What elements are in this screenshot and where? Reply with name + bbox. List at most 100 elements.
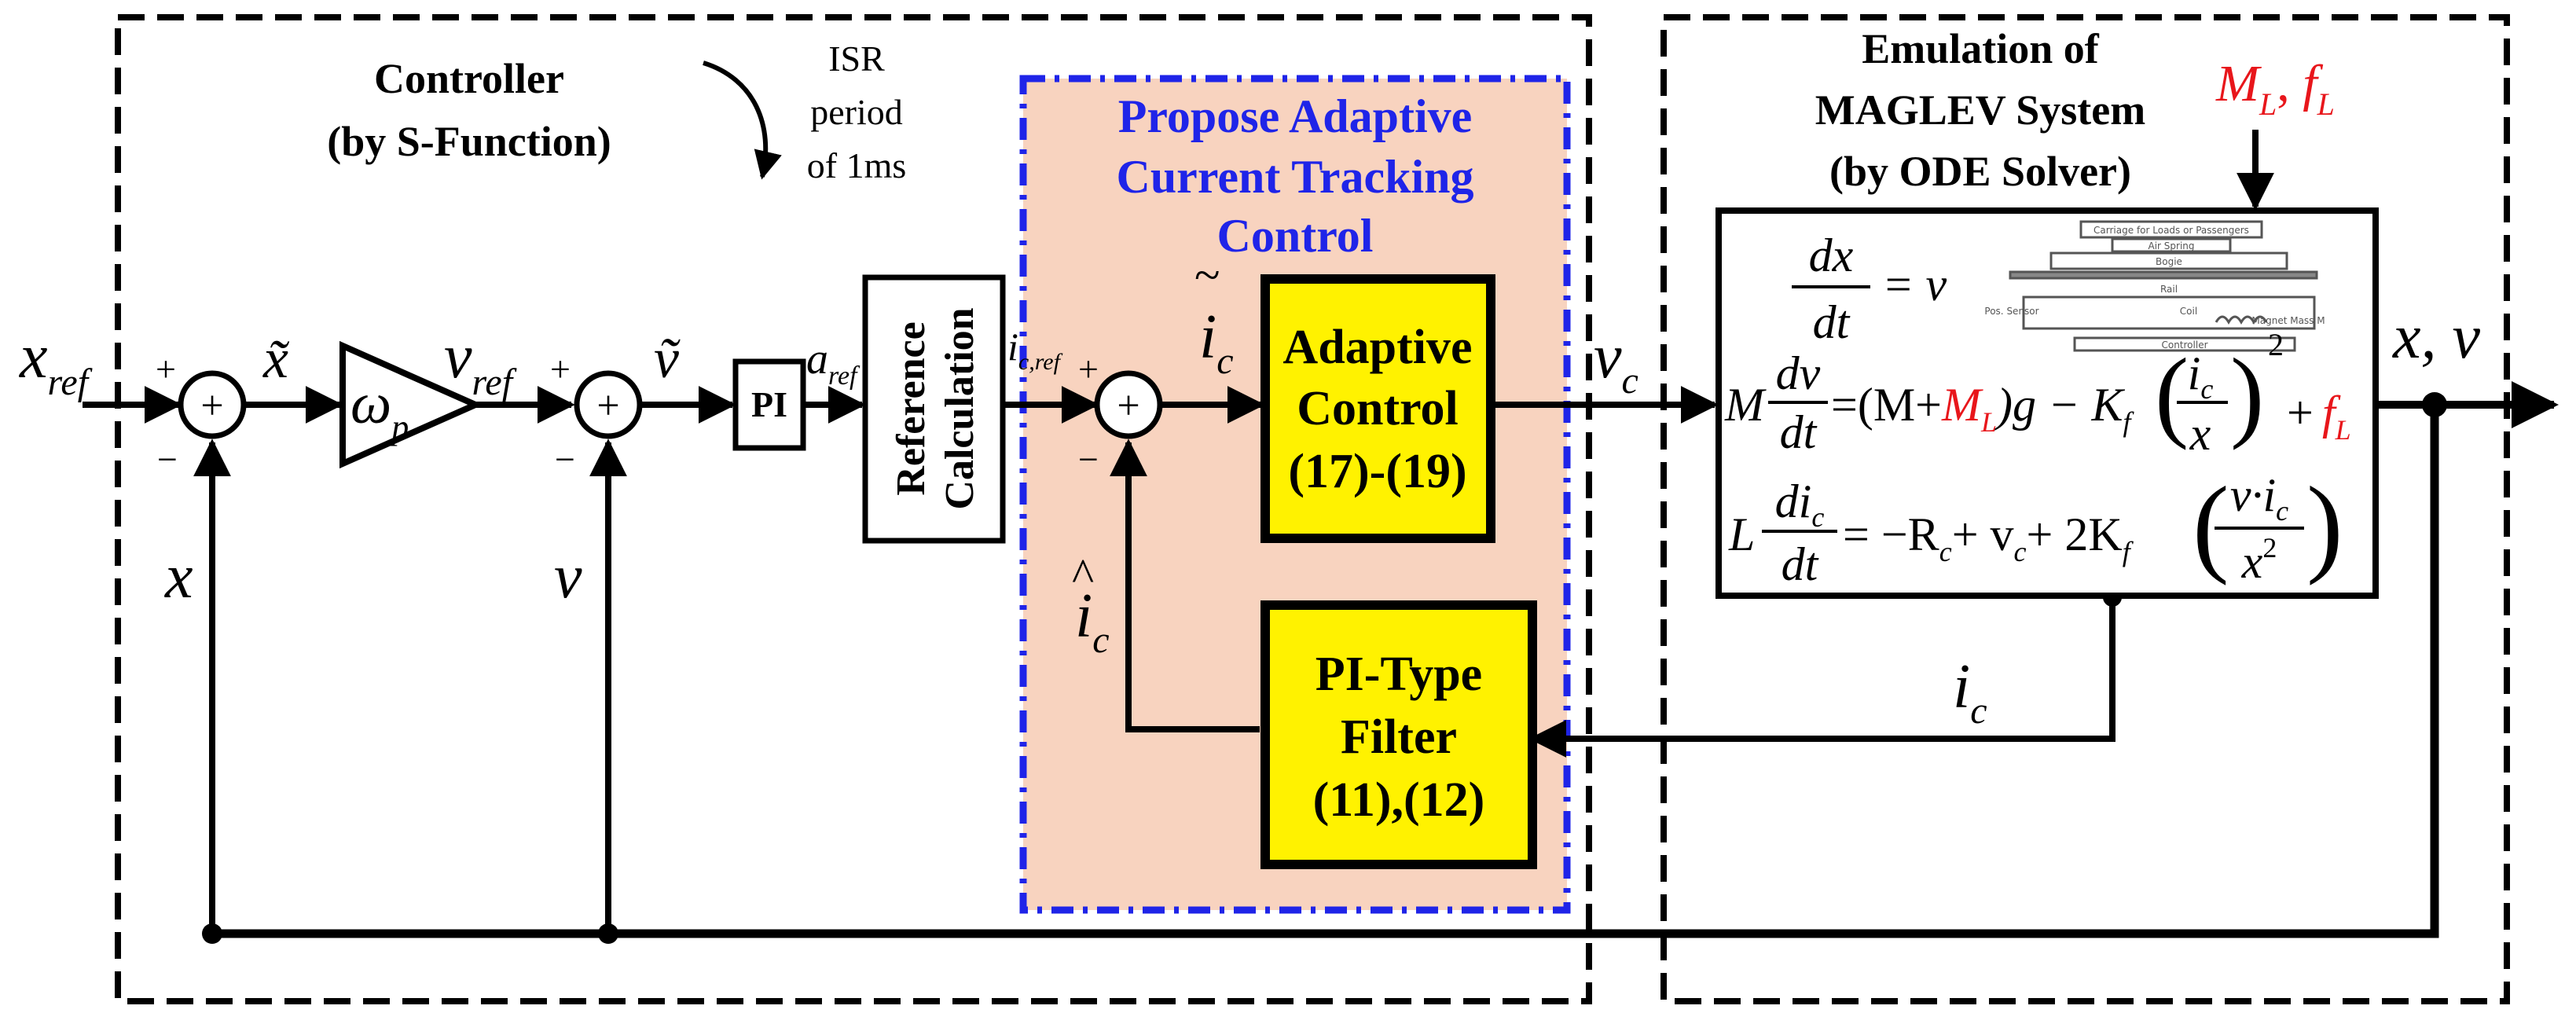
svg-text:Carriage for Loads or Passenge: Carriage for Loads or Passengers: [2093, 225, 2249, 236]
isr-note: ISR period of 1ms: [807, 39, 907, 185]
controller-title: Controller (by S-Function): [327, 55, 611, 165]
label-i-ref: ic,ref: [1007, 325, 1063, 375]
maglev-title-line3: (by ODE Solver): [1829, 148, 2131, 195]
reference-line2: Calculation: [938, 307, 982, 509]
adaptive-line3: (17)-(19): [1288, 445, 1466, 498]
svg-text:v·ic: v·ic: [2230, 469, 2288, 527]
reference-line1: Reference: [889, 321, 934, 495]
label-x-tilde: x̃: [262, 327, 290, 390]
svg-text:Controller: Controller: [2161, 339, 2207, 351]
filter-line2: Filter: [1341, 710, 1457, 764]
svg-text:= −Rc+ vc+ 2Kf: = −Rc+ vc+ 2Kf: [1843, 508, 2134, 567]
wire-ihat: [1110, 439, 1260, 732]
isr-line3: of 1ms: [807, 145, 907, 185]
svg-text:ic: ic: [2188, 347, 2214, 405]
wire-ic-feedback: [1528, 597, 2115, 758]
reference-calculation-block: Reference Calculation: [862, 274, 1006, 544]
isr-line1: ISR: [828, 39, 885, 79]
svg-text:^: ^: [1072, 549, 1094, 601]
svg-text:Coil: Coil: [2180, 306, 2197, 317]
dot-x: [202, 923, 222, 944]
signal-labels: xref x̃ vref ṽ aref ic,ref ~ ic ^ ic vc …: [19, 249, 2481, 732]
label-i-hat: ^ ic: [1072, 549, 1110, 661]
controller-title-line1: Controller: [374, 55, 564, 102]
label-x-feedback: x: [164, 542, 193, 611]
adaptive-line1: Adaptive: [1282, 321, 1472, 374]
svg-text:ωp: ωp: [350, 372, 409, 446]
dot-output: [2422, 392, 2447, 417]
label-v-tilde: ṽ: [654, 327, 681, 390]
maglev-title-line1: Emulation of: [1862, 25, 2100, 72]
adaptive-title-line2: Current Tracking: [1116, 151, 1473, 203]
sign-minus-velocity: −: [555, 439, 575, 479]
maglev-frame: [1660, 14, 2510, 1004]
adaptive-title-line3: Control: [1217, 210, 1374, 262]
svg-text:): ): [2230, 338, 2264, 451]
sum-junction-current: +: [1094, 370, 1163, 439]
svg-text:): ): [2306, 464, 2343, 586]
label-v-ref: vref: [444, 322, 517, 403]
svg-text:ic: ic: [1075, 582, 1110, 661]
sum-junction-velocity: +: [574, 370, 643, 439]
pi-type-filter-block: PI-Type Filter (11),(12): [1260, 600, 1537, 869]
sign-plus-current: +: [1078, 349, 1099, 389]
filter-line1: PI-Type: [1316, 648, 1482, 701]
svg-text:2: 2: [2268, 327, 2284, 362]
signal-wires: [83, 130, 2559, 938]
svg-text:Rail: Rail: [2160, 284, 2178, 295]
maglev-disturbance-label: ML, fL: [2215, 55, 2335, 122]
svg-text:Bogie: Bogie: [2156, 256, 2182, 267]
svg-text:fL: fL: [2322, 387, 2351, 446]
ode-eq1: dx dt = v: [1792, 229, 1947, 348]
sign-plus-position: +: [156, 349, 176, 389]
svg-text:dic: dic: [1775, 475, 1825, 533]
svg-text:dv: dv: [1776, 347, 1821, 399]
svg-text:= v: = v: [1882, 259, 1947, 310]
maglev-title-line2: MAGLEV System: [1815, 86, 2146, 134]
maglev-thumbnail: Carriage for Loads or Passengers Air Spr…: [1984, 220, 2325, 352]
label-x-ref: xref: [19, 322, 93, 403]
svg-text:(: (: [2155, 338, 2189, 451]
label-v-c: vc: [1594, 322, 1638, 402]
svg-text:x: x: [2189, 408, 2211, 460]
svg-text:(: (: [2193, 464, 2229, 586]
svg-text:~: ~: [1194, 249, 1220, 301]
controller-title-line2: (by S-Function): [327, 118, 611, 165]
svg-text:x2: x2: [2241, 532, 2277, 588]
svg-text:+: +: [596, 384, 619, 428]
adaptive-control-block: Adaptive Control (17)-(19): [1260, 274, 1495, 543]
svg-text:L: L: [1728, 508, 1755, 560]
maglev-title: Emulation of MAGLEV System (by ODE Solve…: [1815, 25, 2146, 195]
svg-text:Magnet Mass M: Magnet Mass M: [2251, 315, 2325, 326]
svg-text:+: +: [2287, 387, 2314, 439]
label-v-feedback: v: [554, 542, 582, 611]
sign-minus-current: −: [1078, 439, 1099, 479]
svg-text:dx: dx: [1809, 229, 1854, 281]
svg-text:dt: dt: [1782, 538, 1819, 590]
svg-text:PI: PI: [751, 384, 787, 424]
adaptive-line2: Control: [1297, 382, 1459, 435]
label-a-ref: aref: [806, 335, 861, 391]
label-output: x, v: [2392, 303, 2481, 372]
svg-text:dt: dt: [1813, 296, 1851, 348]
svg-text:Pos. Sensor: Pos. Sensor: [1984, 306, 2038, 317]
filter-line3: (11),(12): [1313, 773, 1485, 827]
sign-minus-position: −: [157, 439, 178, 479]
svg-text:+: +: [200, 384, 223, 428]
isr-curved-arrow: [703, 61, 782, 180]
pi-block: PI: [732, 358, 806, 451]
isr-line2: period: [810, 92, 903, 132]
dot-v: [598, 923, 618, 944]
wire-main-feedback: [212, 405, 2439, 938]
ode-eq2: M dv dt =(M+ML)g − Kf ( ic x ) 2 + fL: [1724, 327, 2351, 460]
adaptive-title-line1: Propose Adaptive: [1118, 90, 1473, 142]
controller-frame: [115, 14, 1592, 1004]
svg-text:=(M+ML)g − Kf: =(M+ML)g − Kf: [1831, 379, 2135, 438]
svg-text:dt: dt: [1780, 406, 1818, 458]
label-i-c: ic: [1953, 652, 1987, 732]
svg-text:ML, fL: ML, fL: [2215, 55, 2335, 122]
svg-text:M: M: [1724, 379, 1767, 431]
svg-text:Air Spring: Air Spring: [2148, 240, 2194, 251]
adaptive-region-frame: [1019, 75, 1571, 914]
label-i-tilde: ~ ic: [1194, 249, 1234, 382]
